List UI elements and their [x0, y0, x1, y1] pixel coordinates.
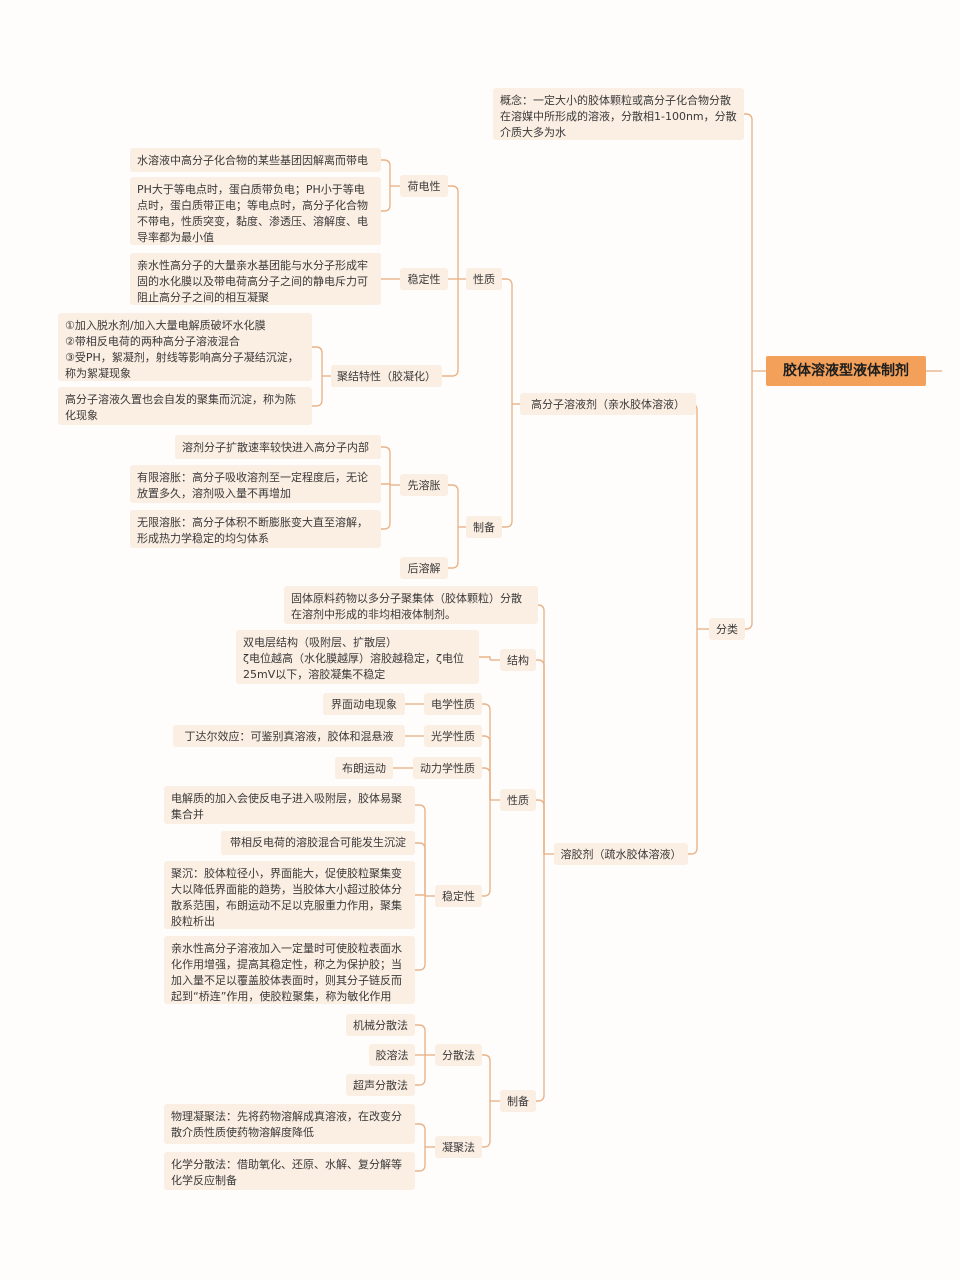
connector-branch [537, 604, 545, 854]
connector-branch [415, 842, 426, 896]
aggregation-item-2[interactable]: 高分子溶液久置也会自发的聚集而沉淀，称为陈化现象 [58, 387, 312, 425]
swell-node[interactable]: 先溶胀 [400, 474, 448, 496]
sol-stability-item-1[interactable]: 电解质的加入会使反电子进入吸附层，胶体易聚集合并 [164, 786, 415, 824]
concept-node[interactable]: 概念：一定大小的胶体颗粒或高分子化合物分散在溶媒中所形成的溶液，分散相1-100… [493, 88, 744, 140]
optical-property-node[interactable]: 光学性质 [424, 725, 482, 747]
connector-branch [482, 1101, 491, 1148]
connector-branch [536, 854, 545, 1102]
dispersion-item-1[interactable]: 机械分散法 [346, 1014, 415, 1036]
sol-stability-item-4[interactable]: 亲水性高分子溶液加入一定量时可使胶粒表面水化作用增强，提高其稳定性，称之为保护胶… [164, 936, 415, 1004]
connector-branch [415, 896, 426, 971]
sol-stability-node[interactable]: 稳定性 [435, 885, 482, 907]
sol-stability-item-2[interactable]: 带相反电荷的溶胶混合可能发生沉淀 [221, 831, 415, 855]
sol-prep-node[interactable]: 制备 [500, 1090, 536, 1112]
aggregation-node[interactable]: 聚结特性（胶凝化） [331, 365, 442, 387]
sol-stability-item-3[interactable]: 聚沉：胶体粒径小，界面能大，促使胶粒聚集变大以降低界面能的趋势，当胶体大小超过胶… [164, 861, 415, 929]
structure-node[interactable]: 结构 [500, 649, 536, 671]
connector-branch [381, 446, 391, 485]
condensation-node[interactable]: 凝聚法 [435, 1136, 482, 1158]
condensation-item-2[interactable]: 化学分散法：借助氧化、还原、水解、复分解等化学反应制备 [164, 1152, 415, 1190]
connector-branch [312, 376, 323, 407]
connector-branch [415, 1123, 426, 1147]
connector-branch [415, 804, 426, 896]
connector-branch [448, 185, 459, 279]
sol-node[interactable]: 溶胶剂（疏水胶体溶液） [554, 843, 688, 865]
polymer-stability-node[interactable]: 稳定性 [400, 268, 448, 290]
connector-branch [381, 485, 391, 530]
polymer-stability-item-1[interactable]: 亲水性高分子的大量亲水基团能与水分子形成牢固的水化膜以及带电荷高分子之间的静电斥… [130, 253, 381, 305]
kinetic-property-node[interactable]: 动力学性质 [413, 757, 482, 779]
connector-branch [415, 1147, 426, 1172]
connector-branch [536, 799, 545, 854]
connector-branch [415, 894, 426, 896]
swell-item-1[interactable]: 溶剂分子扩散速率较快进入高分子内部 [175, 435, 381, 459]
connector-branch [479, 656, 491, 660]
aggregation-item-1[interactable]: ①加入脱水剂/加入大量电解质破坏水化膜 ②带相反电荷的两种高分子溶液混合 ③受P… [58, 313, 312, 381]
connector-branch [690, 403, 698, 629]
charge-node[interactable]: 荷电性 [400, 175, 448, 197]
connector-branch [502, 404, 513, 528]
connector-branch [688, 629, 698, 855]
dispersion-item-3[interactable]: 超声分散法 [346, 1074, 415, 1096]
connector-branch [482, 735, 491, 800]
structure-text-node[interactable]: 双电层结构（吸附层、扩散层） ζ电位越高（水化膜越厚）溶胶越稳定，ζ电位25mV… [236, 630, 479, 684]
classify-node[interactable]: 分类 [709, 618, 745, 640]
dispersion-item-2[interactable]: 胶溶法 [369, 1044, 415, 1066]
charge-item-1[interactable]: 水溶液中高分子化合物的某些基团因解离而带电 [130, 148, 381, 172]
connector-branch [744, 113, 753, 371]
electric-property-node[interactable]: 电学性质 [424, 693, 482, 715]
kinetic-text-node[interactable]: 布朗运动 [335, 757, 393, 779]
condensation-item-1[interactable]: 物理凝聚法：先将药物溶解成真溶液，在改变分散介质性质使药物溶解度降低 [164, 1104, 415, 1144]
polymer-prep-node[interactable]: 制备 [466, 516, 502, 538]
polymer-property-node[interactable]: 性质 [466, 268, 502, 290]
dispersion-node[interactable]: 分散法 [435, 1044, 482, 1066]
dissolve-node[interactable]: 后溶解 [400, 557, 448, 579]
connector-branch [482, 1054, 491, 1101]
sol-property-node[interactable]: 性质 [500, 789, 536, 811]
electric-text-node[interactable]: 界面动电现象 [323, 693, 405, 715]
sol-definition-node[interactable]: 固体原料药物以多分子聚集体（胶体颗粒）分散在溶剂中形成的非均相液体制剂。 [284, 586, 538, 624]
connector-branch [448, 527, 459, 569]
root-topic[interactable]: 胶体溶液型液体制剂 [766, 356, 926, 386]
connector-branch [482, 767, 491, 800]
connector-branch [536, 659, 545, 854]
optical-text-node[interactable]: 丁达尔效应：可鉴别真溶液，胶体和混悬液 [173, 725, 405, 747]
connector-branch [381, 186, 391, 212]
connector-branch [415, 1024, 426, 1055]
connector-branch [381, 159, 391, 186]
polymer-solution-node[interactable]: 高分子溶液剂（亲水胶体溶液） [520, 393, 696, 415]
connector-branch [482, 800, 491, 897]
connector-branch [415, 1055, 426, 1086]
swell-item-2[interactable]: 有限溶胀：高分子吸收溶剂至一定程度后，无论放置多久，溶剂吸入量不再增加 [130, 465, 381, 503]
connector-branch [312, 346, 323, 376]
connector-branch [442, 279, 459, 377]
connector-branch [482, 703, 491, 800]
charge-item-2[interactable]: PH大于等电点时，蛋白质带负电；PH小于等电点时，蛋白质带正电；等电点时，高分子… [130, 177, 381, 245]
swell-item-3[interactable]: 无限溶胀：高分子体积不断膨胀变大直至溶解，形成热力学稳定的均匀体系 [130, 510, 381, 548]
connector-branch [448, 484, 459, 527]
connector-branch [381, 483, 391, 485]
connector-branch [745, 371, 753, 630]
connector-branch [502, 278, 513, 404]
